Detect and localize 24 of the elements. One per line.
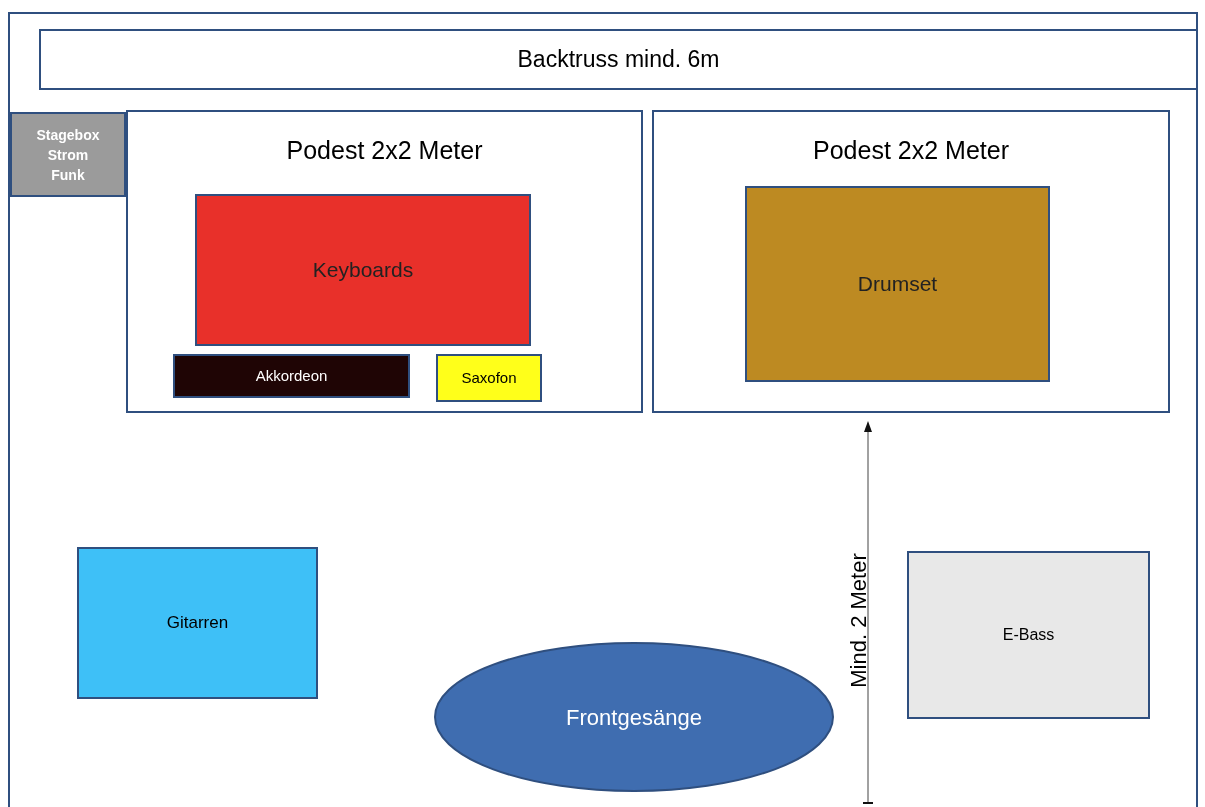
riser-title: Podest 2x2 Meter bbox=[286, 135, 483, 166]
truss-box bbox=[39, 29, 1198, 90]
box-label: Akkordeon bbox=[255, 365, 328, 386]
box-label: Saxofon bbox=[461, 367, 517, 388]
box-label: Drumset bbox=[857, 271, 938, 298]
box-label: Backtruss mind. 6m bbox=[517, 45, 720, 75]
instrument-box bbox=[195, 194, 531, 346]
riser-box bbox=[126, 110, 643, 413]
riser-title: Podest 2x2 Meter bbox=[813, 135, 1009, 166]
instrument-box bbox=[173, 354, 410, 398]
stage-outline bbox=[8, 12, 1198, 807]
riser-box bbox=[652, 110, 1170, 413]
vocal-ellipse bbox=[434, 642, 834, 792]
instrument-box bbox=[907, 551, 1150, 719]
dimension-label: Mind. 2 Meter bbox=[844, 552, 872, 688]
box-label: E-Bass bbox=[1002, 625, 1055, 645]
instrument-box bbox=[436, 354, 542, 402]
instrument-box bbox=[77, 547, 318, 699]
stagebox-box bbox=[10, 112, 126, 197]
box-label: Gitarren bbox=[166, 612, 229, 635]
box-label: Stagebox Strom Funk bbox=[35, 125, 101, 185]
box-label: Keyboards bbox=[312, 257, 414, 284]
instrument-box bbox=[745, 186, 1050, 382]
box-label: Frontgesänge bbox=[566, 703, 702, 732]
